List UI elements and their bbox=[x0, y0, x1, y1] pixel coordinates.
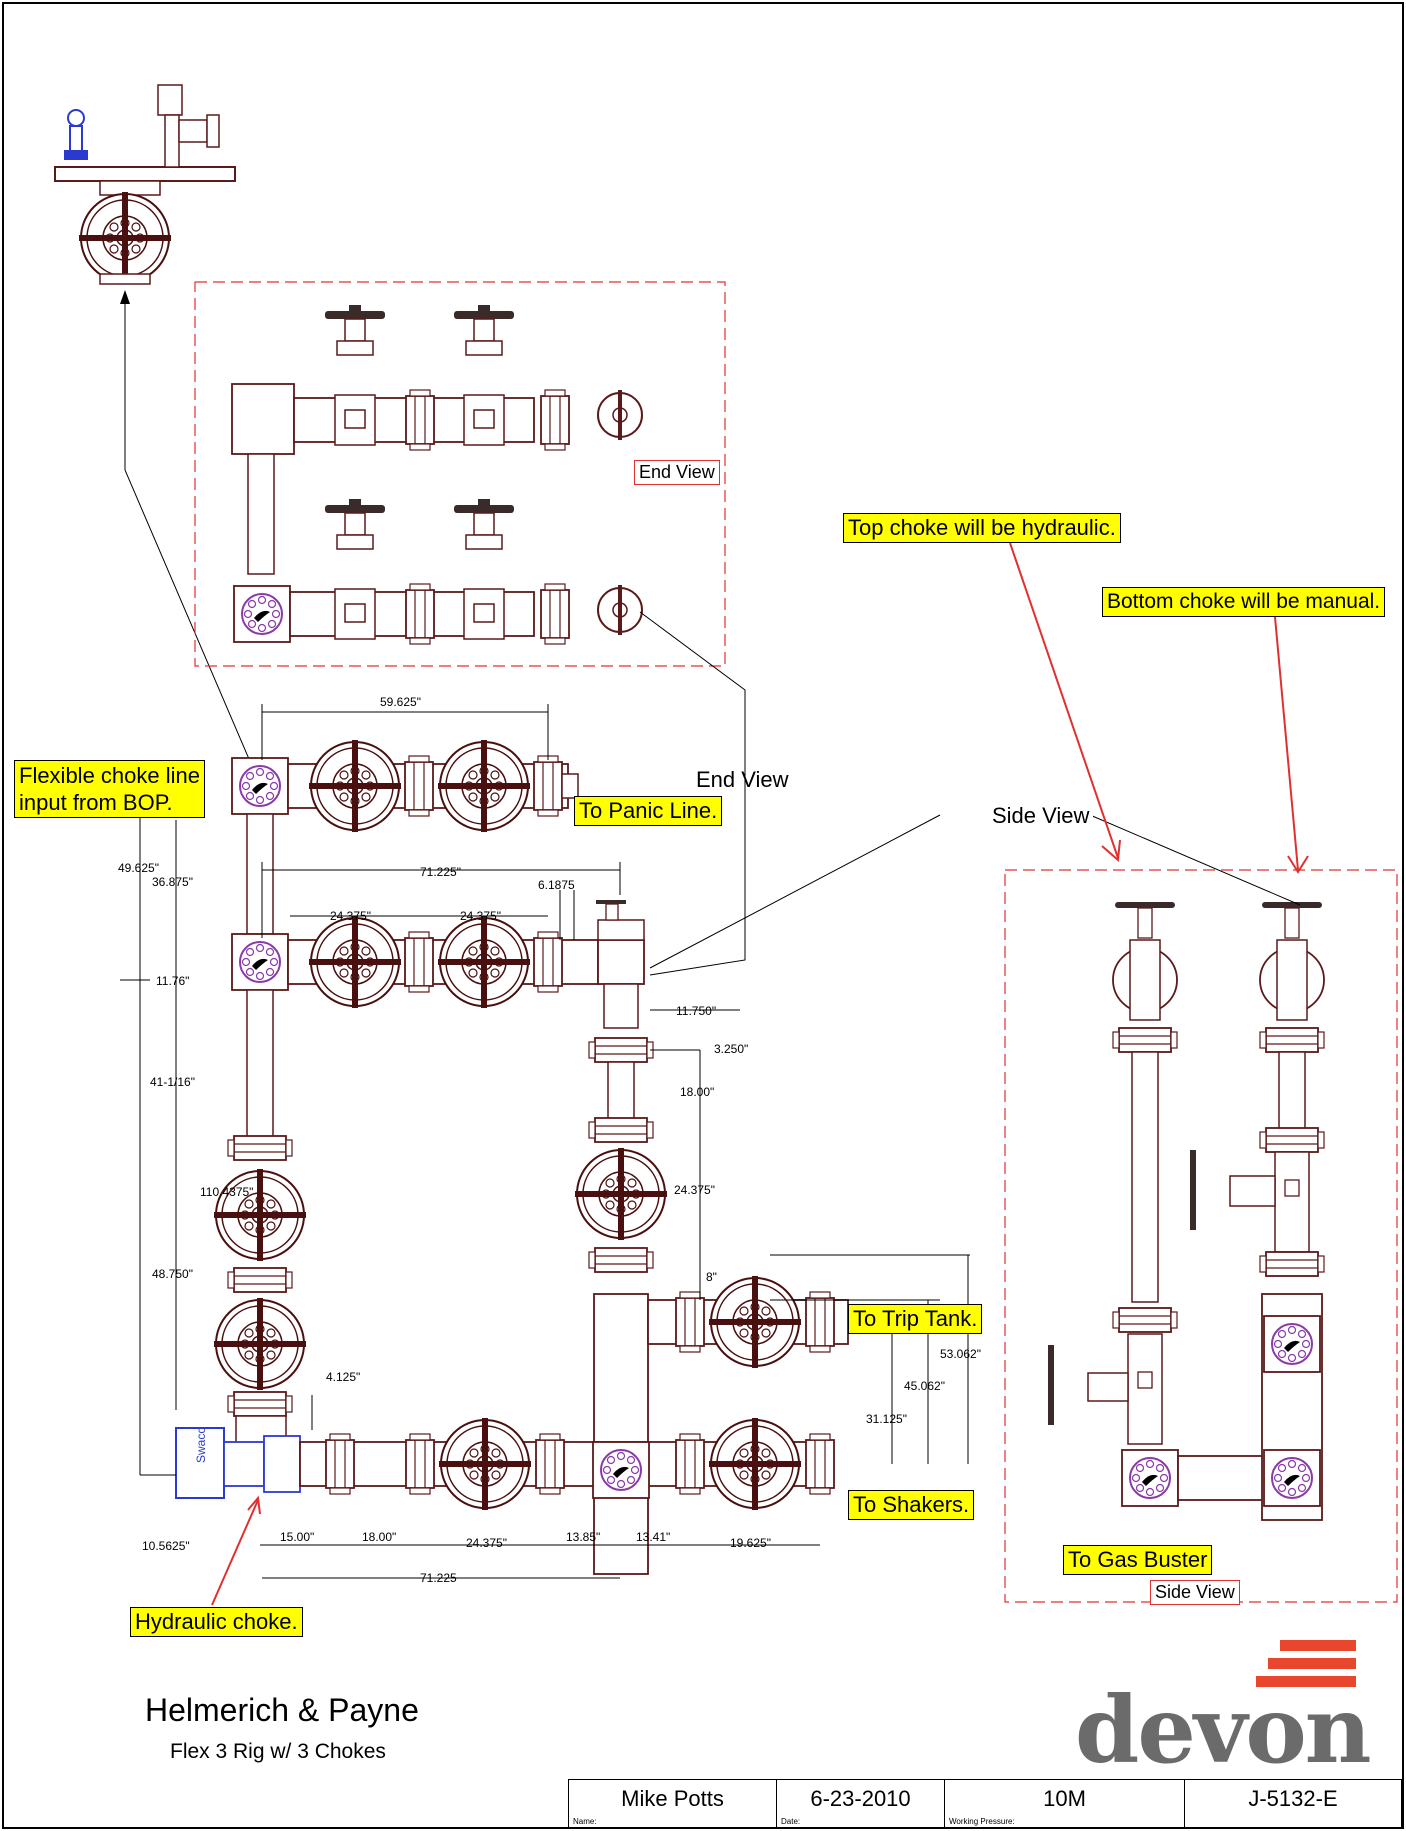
dim-41-1-16: 41-1/16" bbox=[150, 1075, 195, 1089]
dim-24375-a: 24.375" bbox=[330, 909, 371, 923]
tb-wp: 10M bbox=[1043, 1786, 1086, 1811]
dim-49625: 49.625" bbox=[118, 861, 159, 875]
dim-11750: 11.750" bbox=[676, 1004, 716, 1018]
callout-trip-tank: To Trip Tank. bbox=[848, 1304, 983, 1334]
dim-59625: 59.625" bbox=[380, 695, 421, 709]
top-gauge-assembly bbox=[54, 84, 236, 285]
dim-36875: 36.875" bbox=[152, 875, 193, 889]
main-manifold: Swaco bbox=[175, 739, 849, 1575]
tb-date-cell: 6-23-2010 Date: bbox=[777, 1780, 945, 1828]
dim-1341: 13.41" bbox=[636, 1530, 670, 1544]
side-view-box-label: Side View bbox=[1150, 1580, 1240, 1605]
company-title: Helmerich & Payne bbox=[145, 1692, 419, 1728]
dim-1500: 15.00" bbox=[280, 1530, 314, 1544]
tb-job: J-5132-E bbox=[1248, 1786, 1338, 1811]
tb-wp-cell: 10M Working Pressure: bbox=[945, 1780, 1185, 1828]
dim-1176: 11.76" bbox=[156, 974, 189, 988]
rig-subtitle: Flex 3 Rig w/ 3 Chokes bbox=[170, 1740, 386, 1763]
swaco-label: Swaco bbox=[194, 1427, 208, 1463]
logo-stripe-2 bbox=[1268, 1658, 1356, 1669]
end-view-label: End View bbox=[696, 767, 789, 792]
callout-top-choke: Top choke will be hydraulic. bbox=[843, 513, 1121, 543]
dim-1104375: 110.4375" bbox=[200, 1185, 253, 1199]
callout-gas-buster: To Gas Buster bbox=[1063, 1545, 1213, 1575]
tb-name: Mike Potts bbox=[621, 1786, 724, 1811]
side-view-label: Side View bbox=[988, 803, 1094, 829]
dim-24375-b: 24.375" bbox=[460, 909, 501, 923]
dim-61875: 6.1875 bbox=[538, 878, 575, 892]
end-view-assembly bbox=[231, 304, 643, 645]
dim-1800-bottom: 18.00" bbox=[362, 1530, 396, 1544]
dim-31125: 31.125" bbox=[866, 1412, 907, 1426]
dim-53062: 53.062" bbox=[940, 1347, 981, 1361]
tb-date-label: Date: bbox=[781, 1817, 801, 1826]
tb-wp-label: Working Pressure: bbox=[949, 1817, 1015, 1826]
end-view-box-label: End View bbox=[634, 460, 720, 485]
tb-date: 6-23-2010 bbox=[810, 1786, 911, 1811]
dim-71225-top: 71.225" bbox=[420, 865, 461, 879]
tb-name-cell: Mike Potts Name: bbox=[569, 1780, 777, 1828]
end-view-boundary bbox=[194, 281, 726, 667]
callout-bottom-choke: Bottom choke will be manual. bbox=[1102, 587, 1386, 617]
tb-job-cell: J-5132-E bbox=[1185, 1780, 1401, 1828]
dim-105625: 10.5625" bbox=[142, 1539, 190, 1553]
dim-48750: 48.750" bbox=[152, 1267, 193, 1281]
dim-24375-right: 24.375" bbox=[674, 1183, 715, 1197]
dim-4125: 4.125" bbox=[326, 1370, 360, 1384]
dim-19625: 19.625" bbox=[730, 1536, 771, 1550]
logo-stripe-1 bbox=[1280, 1640, 1356, 1651]
side-view-assembly bbox=[1048, 902, 1325, 1521]
dim-3250: 3.250" bbox=[714, 1042, 748, 1056]
dim-24375-bottom: 24.375" bbox=[466, 1536, 507, 1550]
callout-flexible-choke: Flexible choke line input from BOP. bbox=[14, 760, 205, 818]
dimension-lines bbox=[120, 704, 970, 1579]
logo-stripe-3 bbox=[1256, 1676, 1356, 1687]
dim-71225-bottom: 71.225 bbox=[420, 1571, 457, 1585]
dim-8: 8" bbox=[706, 1270, 717, 1284]
dim-45062: 45.062" bbox=[904, 1379, 945, 1393]
title-block: Mike Potts Name: 6-23-2010 Date: 10M Wor… bbox=[568, 1779, 1402, 1829]
dim-1800-right: 18.00" bbox=[680, 1085, 714, 1099]
callout-hydraulic-choke: Hydraulic choke. bbox=[130, 1607, 303, 1637]
callout-panic-line: To Panic Line. bbox=[574, 796, 723, 826]
callout-shakers: To Shakers. bbox=[848, 1490, 975, 1520]
tb-name-label: Name: bbox=[573, 1817, 597, 1826]
dim-1385: 13.85" bbox=[566, 1530, 600, 1544]
devon-logo: devon bbox=[1075, 1676, 1372, 1784]
